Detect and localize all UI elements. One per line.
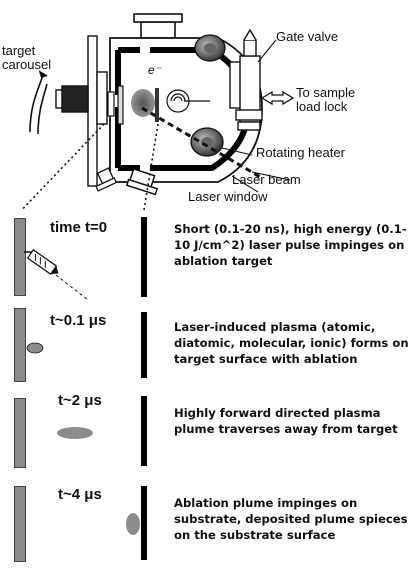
stage-time: time t=0 — [50, 219, 108, 236]
ablation-target — [14, 486, 26, 562]
substrate — [141, 312, 147, 378]
gate-valve-lower — [190, 127, 224, 157]
laser-beam-line — [141, 106, 263, 180]
substrate — [141, 396, 147, 466]
stage-description: Laser-induced plasma (atomic, diatomic, … — [174, 320, 409, 366]
electron-label: e⁻ — [148, 63, 162, 77]
top-port — [133, 13, 183, 39]
chamber-illustration — [20, 13, 295, 210]
chamber-body — [109, 37, 263, 183]
stage-description: Highly forward directed plasma plume tra… — [174, 406, 398, 436]
stage-time: t~2 μs — [58, 392, 102, 409]
gate-valve-upper — [194, 34, 226, 62]
load-lock-arrow — [260, 90, 295, 106]
laser-beam-label: Laser beam — [232, 172, 301, 187]
substrate — [141, 217, 147, 297]
lower-left-port — [95, 167, 118, 192]
rotating-heater-label: Rotating heater — [256, 145, 345, 160]
carousel-rotation-arrow — [29, 70, 48, 135]
substrate — [141, 486, 147, 560]
ablation-target — [14, 218, 26, 296]
projection-lines — [20, 123, 159, 210]
valve-assembly — [229, 28, 263, 131]
ablation-target — [14, 398, 26, 468]
ablation-target — [14, 308, 26, 382]
sample-load-lock-label: To sample load lock — [296, 85, 356, 115]
stage-description: Short (0.1-20 ns), high energy (0.1-10 J… — [174, 222, 407, 268]
pointer-lines — [221, 39, 291, 193]
laser-window-label: Laser window — [188, 189, 268, 204]
target-carousel-label: target carousel — [2, 43, 52, 72]
left-flange — [55, 35, 108, 187]
stage-description: Ablation plume impinges on substrate, de… — [174, 496, 408, 542]
stage-time: t~0.1 μs — [50, 312, 107, 329]
gate-valve-label: Gate valve — [276, 29, 339, 44]
inner-components — [107, 85, 210, 125]
stage-time: t~4 μs — [58, 486, 102, 503]
